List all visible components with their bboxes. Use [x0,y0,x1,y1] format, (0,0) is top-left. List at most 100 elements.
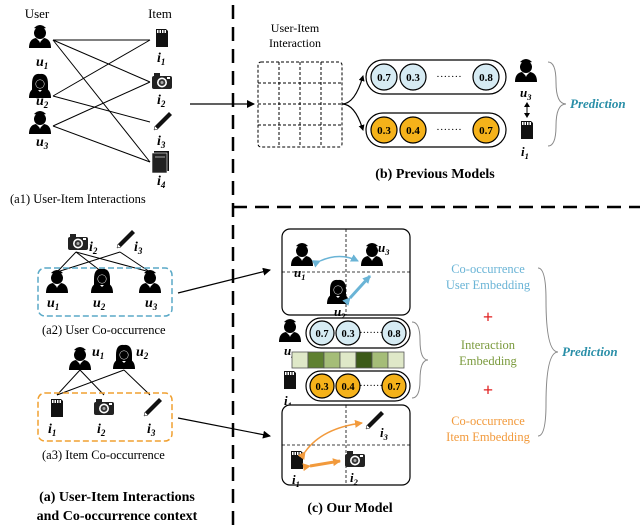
interaction-embedding-strip [291,351,405,369]
vector-value: 0.3 [377,125,391,137]
label-interaction-line2: Embedding [459,354,517,368]
sdcard-icon [156,29,168,47]
user-label: u3 [36,135,49,151]
panel-a1: User Item u1 u2 u3 i1 i2 i3 i4 (a1) User… [10,6,173,206]
vector-cell [309,373,335,399]
caption-a2: (a2) User Co-occurrence [42,323,166,337]
plus-sign: + [483,307,493,327]
item-label: i3 [134,240,143,256]
vector-cell [370,63,398,91]
arrow-to-item-vector [341,103,365,131]
user-label: u1 [36,55,48,71]
vector-value: 0.8 [387,329,400,340]
item-label: i2 [89,240,98,256]
vector-cell [472,116,500,144]
user-label: u2 [36,94,49,110]
caption-a3: (a3) Item Co-occurrence [42,448,165,462]
pen-icon [116,229,136,249]
user-label: u3 [520,85,532,102]
user-label: u2 [334,304,346,321]
vector-value: 0.4 [406,125,420,137]
similarity-arrow [342,274,372,306]
camera-icon [94,399,114,415]
prediction-label: Prediction [562,344,618,359]
item-label: i3 [157,134,166,150]
ellipsis: ······· [436,124,462,136]
book-icon [151,150,170,174]
user-label: u3 [145,296,158,312]
ellipsis: ······· [359,328,382,339]
caption-a-line2: and Co-occurrence context [37,509,198,524]
caption-b: (b) Previous Models [375,167,495,182]
vector-cell [381,373,407,399]
panel-b: User-Item Interaction 0.7 0.3 0.8 ······… [257,21,626,182]
ellipsis: ······· [359,381,382,392]
item-label: i4 [157,174,166,190]
item-label: i3 [147,422,156,438]
item-label: i2 [157,93,166,109]
item-label: i1 [48,422,56,438]
user-label: u1 [92,345,104,361]
user-icon [279,319,301,342]
item-vector [365,112,507,148]
user-label: u1 [47,296,59,312]
pen-icon [143,397,163,417]
user-vector [365,59,507,95]
user-group-box [37,267,173,317]
vector-cell [309,320,335,346]
panel-a3: u1 u2 i1 i2 i3 (a3) Item Co-occurrence [37,344,173,462]
sdcard-icon [51,399,63,417]
similarity-arrow [297,419,363,461]
vector-cell [472,63,500,91]
user-label: u2 [136,345,149,361]
user-label: u3 [378,240,390,257]
vector-cell [370,116,398,144]
sdcard-icon [284,371,296,389]
user-icon [46,270,68,293]
ellipsis: ······· [436,71,462,83]
vector-value: 0.3 [341,329,354,340]
caption-a-line1: (a) User-Item Interactions [39,490,195,505]
item-header: Item [148,6,172,21]
item-label: i3 [380,425,389,442]
user-icon [29,111,51,134]
vector-value: 0.4 [341,382,355,393]
vector-cell [335,373,361,399]
plus-sign: + [483,380,493,400]
user-header: User [25,6,50,21]
prediction-label: Prediction [570,96,626,111]
item-label: i2 [97,422,106,438]
user-icon [29,25,51,48]
vector-cell [399,63,427,91]
camera-icon [152,73,172,89]
pen-icon [153,111,173,131]
interaction-matrix [257,61,343,148]
arrow-to-user-vector [341,75,365,105]
vector-value: 0.7 [479,125,493,137]
prediction-brace [547,61,567,147]
similarity-arrow [311,254,359,268]
item-label: i1 [521,144,529,161]
user-label: u2 [93,296,106,312]
user-icon [91,268,113,293]
vector-value: 0.7 [377,72,391,84]
user-icon [113,344,135,369]
prediction-brace [537,267,559,437]
user-icon [139,270,161,293]
caption-a1: (a1) User-Item Interactions [10,192,146,206]
label-user-line1: Co-occurrence [451,262,525,276]
interaction-edges [52,39,151,163]
vector-value: 0.7 [387,382,400,393]
label-item-line2: Item Embedding [446,430,530,444]
similarity-arrow [302,458,341,472]
caption-c: (c) Our Model [307,501,392,516]
label-user-line2: User Embedding [446,278,531,292]
sdcard-icon [291,451,303,469]
interaction-brace [411,321,429,399]
item-label: i1 [292,472,300,489]
matrix-label-line2: Interaction [269,36,321,50]
user-icon [69,347,91,370]
vector-cell [335,320,361,346]
matrix-label-line1: User-Item [271,21,320,35]
